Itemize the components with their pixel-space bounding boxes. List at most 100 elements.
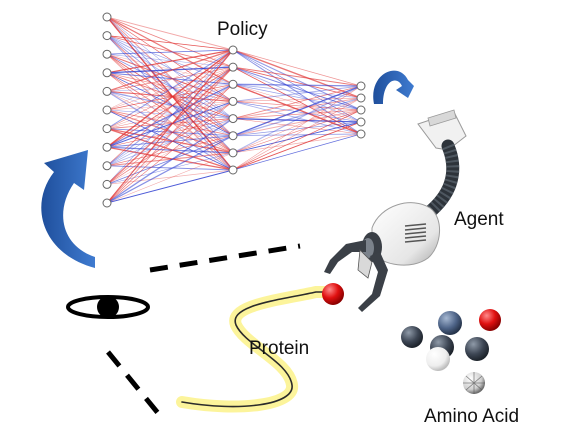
nn-edge: [232, 133, 362, 171]
nn-edge: [232, 83, 362, 111]
nn-edge: [106, 109, 234, 171]
nn-edge: [106, 135, 234, 167]
nn-edge: [232, 109, 362, 171]
nn-edge: [106, 91, 234, 154]
nn-edge: [106, 84, 234, 204]
policy-network-edges: [106, 16, 362, 204]
dashed-line-to-protein: [106, 350, 164, 420]
amino-ball-white: [426, 347, 450, 371]
nn-edge: [232, 83, 362, 87]
nn-node-layer-1: [102, 198, 112, 208]
policy-label: Policy: [217, 19, 268, 40]
nn-edge: [232, 49, 362, 123]
nn-edge: [106, 72, 234, 154]
nn-edge: [232, 101, 362, 123]
nn-node-layer-1: [102, 179, 112, 189]
nn-edge: [232, 121, 362, 154]
nn-edge: [106, 16, 234, 119]
nn-edge: [106, 72, 234, 119]
nn-edge: [232, 133, 362, 154]
nn-edge: [232, 101, 362, 111]
nn-edge: [232, 84, 362, 123]
nn-node-layer-3: [356, 129, 366, 139]
nn-edge: [232, 109, 362, 154]
nn-edge: [232, 83, 362, 135]
amino-ball-dark-1: [401, 326, 423, 348]
nn-edge: [106, 49, 234, 93]
nn-edge: [106, 53, 234, 68]
nn-edge: [232, 66, 362, 111]
robot-arm-icon: [324, 109, 467, 312]
nn-edge: [106, 90, 234, 102]
nn-node-layer-1: [102, 105, 112, 115]
nn-edge: [106, 109, 234, 154]
nn-edge: [106, 16, 234, 85]
nn-edge: [106, 35, 234, 102]
nn-edge: [106, 146, 234, 171]
nn-node-layer-2: [228, 79, 238, 89]
agent-label: Agent: [454, 209, 504, 230]
nn-edge: [232, 66, 362, 87]
nn-edge: [232, 49, 362, 99]
nn-node-layer-2: [228, 165, 238, 175]
nn-edge: [106, 135, 234, 148]
amino-ball-grid: [463, 372, 485, 394]
nn-edge: [106, 101, 234, 204]
nn-edge: [106, 35, 234, 119]
nn-edge: [106, 53, 234, 171]
nn-edge: [106, 152, 234, 204]
nn-edge: [106, 118, 234, 129]
nn-edge: [232, 66, 362, 99]
nn-edge: [106, 127, 234, 154]
nn-node-layer-3: [356, 81, 366, 91]
nn-node-layer-1: [102, 49, 112, 59]
nn-edge: [232, 121, 362, 137]
nn-edge: [106, 16, 234, 137]
nn-edge: [106, 53, 234, 119]
nn-edge: [106, 127, 234, 171]
nn-edge: [106, 100, 234, 148]
dashed-line-to-agent: [149, 243, 301, 273]
nn-edge: [106, 84, 234, 185]
nn-edge: [232, 85, 362, 171]
nn-edge: [232, 85, 362, 102]
nn-edge: [106, 66, 234, 111]
amino-ball-red: [479, 309, 501, 331]
nn-edge: [106, 35, 234, 68]
nn-edge: [232, 97, 362, 154]
red-residue-ball: [322, 283, 344, 305]
nn-edge: [232, 118, 362, 135]
nn-edge: [106, 118, 234, 185]
nn-edge: [106, 49, 234, 74]
nn-edge: [106, 83, 234, 148]
nn-node-layer-1: [102, 86, 112, 96]
nn-edge: [106, 84, 234, 129]
nn-edge: [232, 121, 362, 171]
nn-edge: [106, 169, 234, 185]
nn-edge: [232, 100, 362, 135]
nn-edge: [106, 109, 234, 137]
nn-edge: [232, 97, 362, 102]
amino-ball-blue: [438, 311, 462, 335]
nn-edge: [232, 109, 362, 137]
left-curved-arrow-icon: [41, 150, 95, 268]
nn-node-layer-1: [102, 161, 112, 171]
nn-edge: [106, 72, 234, 85]
nn-edge: [106, 169, 234, 204]
nn-edge: [106, 101, 234, 167]
nn-node-layer-1: [102, 12, 112, 22]
nn-edge: [106, 66, 234, 74]
nn-edge: [106, 128, 234, 137]
nn-edge: [232, 49, 362, 87]
nn-edge: [106, 90, 234, 120]
nn-edge: [106, 165, 234, 171]
nn-edge: [106, 66, 234, 204]
nn-edge: [106, 135, 234, 204]
nn-edge: [106, 35, 234, 137]
nn-edge: [106, 72, 234, 137]
nn-edge: [106, 118, 234, 204]
nn-node-layer-1: [102, 142, 112, 152]
nn-edge: [232, 66, 362, 135]
nn-edge: [106, 90, 234, 171]
nn-edge: [232, 85, 362, 120]
